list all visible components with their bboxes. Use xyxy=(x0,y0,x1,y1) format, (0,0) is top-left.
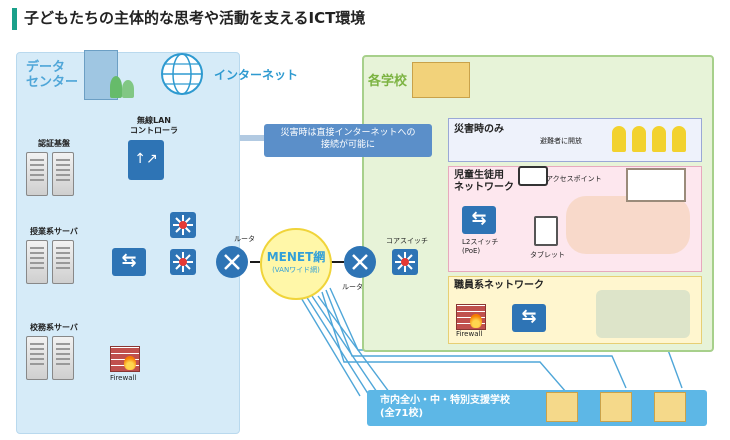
disaster-callout: 災害時は直接インターネットへの 接続が可能に xyxy=(264,124,432,157)
auth-server-icon xyxy=(26,152,48,196)
evacuee-icon-2 xyxy=(632,126,646,152)
student-title-line1: 児童生徒用 xyxy=(454,170,504,181)
wlan-controller-icon: ↑↗ xyxy=(128,140,164,180)
auth-label: 認証基盤 xyxy=(38,139,70,148)
school-building-icon-1 xyxy=(546,392,578,422)
datacenter-firewall-label: Firewall xyxy=(110,374,137,382)
classroom-students-illustration xyxy=(566,196,690,254)
l2-label-line2: (PoE) xyxy=(462,247,481,255)
menet-name: MENET網 xyxy=(266,250,326,264)
evacuee-icon-4 xyxy=(672,126,686,152)
page-title: 子どもたちの主体的な思考や活動を支えるICT環境 xyxy=(24,9,366,27)
access-point-icon xyxy=(518,166,548,186)
student-network-title: 児童生徒用 ネットワーク xyxy=(454,170,514,194)
datacenter-core-switch-icon xyxy=(170,249,196,275)
title-accent-bar xyxy=(12,8,17,30)
tablet-icon xyxy=(534,216,558,246)
disaster-note: 避難者に開放 xyxy=(540,137,582,145)
l2-switch-label: L2スイッチ (PoE) xyxy=(462,238,498,256)
disaster-title: 災害時のみ xyxy=(454,124,504,135)
datacenter-router-label: ルータ xyxy=(234,235,255,243)
wlan-label-line1: 無線LAN xyxy=(137,116,171,125)
callout-line2: 接続が可能に xyxy=(320,140,375,150)
city-label-line1: 市内全小・中・特別支援学校 xyxy=(380,395,510,406)
city-label-line2: (全71校) xyxy=(380,408,424,419)
school-building-icon-2 xyxy=(600,392,632,422)
evacuee-icon-3 xyxy=(652,126,666,152)
tree-icon-2 xyxy=(122,80,134,98)
evacuee-icon-1 xyxy=(612,126,626,152)
wlan-controller-label: 無線LAN コントローラ xyxy=(130,116,178,136)
datacenter-label-line2: センター xyxy=(26,75,79,90)
admin-server-icon xyxy=(26,336,48,380)
callout-line1: 災害時は直接インターネットへの xyxy=(280,128,416,138)
class-server-label: 授業系サーバ xyxy=(30,227,78,236)
school-firewall-label: Firewall xyxy=(456,330,483,338)
auth-server-icon-2 xyxy=(52,152,74,196)
school-flame-icon xyxy=(470,314,482,328)
school-l2-switch-icon: ⇆ xyxy=(462,206,496,234)
access-point-label: アクセスポイント xyxy=(546,175,602,183)
wlan-label-line2: コントローラ xyxy=(130,126,178,135)
core-switch-label: コアスイッチ xyxy=(386,237,428,245)
school-building-icon-3 xyxy=(654,392,686,422)
student-title-line2: ネットワーク xyxy=(454,182,514,193)
class-server-icon xyxy=(26,240,48,284)
class-server-icon-2 xyxy=(52,240,74,284)
tree-icon xyxy=(110,76,122,98)
school-label: 各学校 xyxy=(368,74,408,89)
school-router-icon xyxy=(344,246,376,278)
school-router-label: ルータ xyxy=(342,283,363,291)
tablet-label: タブレット xyxy=(530,251,565,259)
staff-switch-icon: ⇆ xyxy=(512,304,546,332)
city-schools-label: 市内全小・中・特別支援学校 (全71校) xyxy=(380,394,510,420)
flame-icon xyxy=(124,356,136,370)
datacenter-label-line1: データ xyxy=(26,60,66,75)
school-building-icon xyxy=(412,62,470,98)
menet-network: MENET網 (VANワイド網) xyxy=(260,228,332,300)
classroom-board xyxy=(626,168,686,202)
admin-server-icon-2 xyxy=(52,336,74,380)
admin-server-label: 校務系サーバ xyxy=(30,323,78,332)
datacenter-label: データ センター xyxy=(26,60,78,90)
school-core-switch-icon xyxy=(392,249,418,275)
datacenter-l2-switch-icon: ⇆ xyxy=(112,248,146,276)
staff-network-title: 職員系ネットワーク xyxy=(454,280,544,291)
city-schools-box xyxy=(367,390,707,426)
staff-office-illustration xyxy=(596,290,690,338)
menet-sub: (VANワイド網) xyxy=(272,266,320,274)
datacenter-router-icon xyxy=(216,246,248,278)
internet-core-switch-icon xyxy=(170,212,196,238)
l2-label-line1: L2スイッチ xyxy=(462,238,499,246)
internet-label: インターネット xyxy=(214,68,299,82)
internet-globe-icon xyxy=(161,53,203,95)
